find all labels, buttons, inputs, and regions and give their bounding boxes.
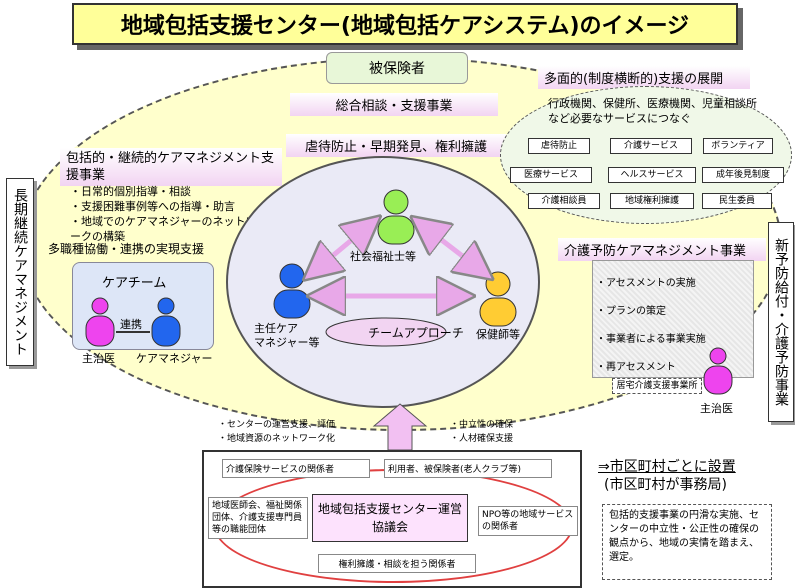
prevention-box — [592, 260, 754, 378]
arrow-notes-left: ・センターの運営支援、評価 ・地域資源のネットワーク化 — [218, 418, 335, 446]
prevention-heading: 介護予防ケアマネジメント事業 — [558, 238, 766, 261]
municipal-line1: ⇒市区町村ごとに設置 — [598, 459, 736, 475]
link-label: 連携 — [120, 318, 142, 331]
arrow-note: ・地域資源のネットワーク化 — [218, 434, 336, 444]
nurse-icon — [479, 271, 517, 327]
multi-chip: 成年後見制度 — [702, 167, 784, 183]
prevention-step: ・事業者による事業実施 — [596, 334, 706, 345]
team-approach-label: チームアプローチ — [368, 326, 464, 340]
multi-chip: 介護相談員 — [528, 193, 600, 209]
care-team-label: ケアチーム — [102, 276, 167, 291]
nurse-label: 保健師等 — [476, 328, 520, 341]
care-manager-icon — [273, 263, 311, 319]
council-member: 地域医師会、福祉関係団体、介護支援専門員等の職能団体 — [208, 497, 308, 539]
cooperation-text: 多職種協働・連携の実現支援 — [48, 242, 205, 256]
multi-chip: 地域権利擁護 — [610, 193, 694, 209]
council-member: NPO等の地域サービスの関係者 — [478, 506, 578, 536]
arrow-sw-cm — [318, 228, 366, 268]
prevention-steps: ・アセスメントの実施 ・プランの策定 ・事業者による事業実施 ・再アセスメント — [596, 270, 706, 382]
care-mgmt-item: ・地域でのケアマネジャーのネットワークの構築 — [70, 215, 257, 243]
prevention-step: ・アセスメントの実施 — [596, 278, 696, 289]
care-mgmt-item: ・日常的個別指導・相談 — [70, 185, 191, 198]
municipal-note: 包括的支援事業の円滑な実施、センターの中立性・公正性の確保の観点から、地域の実情… — [602, 504, 772, 580]
prevention-doctor-label: 主治医 — [700, 402, 733, 415]
council-member: 介護保険サービスの関係者 — [222, 459, 370, 478]
council-member: 利用者、被保険者(老人クラブ等) — [384, 459, 552, 478]
social-worker-label: 社会福祉士等 — [350, 250, 416, 263]
doctor-person-icon — [85, 297, 115, 347]
care-mgmt-item: ・支援困難事例等への指導・助言 — [70, 200, 235, 213]
multi-chip: 介護サービス — [610, 138, 692, 154]
care-mgmt-heading: 包括的・継続的ケアマネジメント支援事業 — [60, 148, 282, 186]
arrow-notes-right: ・中立性の確保 ・人材確保支援 — [450, 418, 513, 446]
left-side-label: 長期継続ケアマネジメント — [6, 178, 34, 366]
multi-chip: ボランティア — [703, 138, 773, 154]
arrow-note: ・センターの運営支援、評価 — [218, 420, 336, 430]
team-approach-ellipse — [325, 317, 447, 347]
care-manager-label: 主任ケア マネジャー等 — [254, 322, 320, 349]
team-doctor-label: 主治医 — [82, 352, 115, 365]
multi-desc: 行政機関、保健所、医療機関、児童相談所など必要なサービスにつなぐ — [548, 97, 757, 125]
multi-heading: 多面的(制度横断的)支援の展開 — [538, 66, 750, 89]
team-manager-label: ケアマネジャー — [136, 352, 213, 365]
up-arrow-icon — [372, 403, 428, 451]
care-mgmt-items: ・日常的個別指導・相談 ・支援困難事例等への指導・助言 ・地域でのケアマネジャー… — [70, 184, 260, 244]
home-care-office: 居宅介護支援事業所 — [612, 378, 702, 394]
municipal-line2: (市区町村が事務局) — [604, 477, 727, 493]
council-member: 権利擁護・相談を担う関係者 — [318, 554, 476, 573]
prevention-doctor-icon — [703, 347, 733, 395]
prevention-step: ・再アセスメント — [596, 362, 676, 373]
council-center: 地域包括支援センター運営協議会 — [312, 494, 468, 542]
multi-chip: 虐待防止 — [528, 138, 590, 154]
consult-support: 総合相談・支援事業 — [290, 93, 498, 116]
team-diagram — [273, 189, 517, 347]
multi-chip: 民生委員 — [702, 193, 772, 209]
insured-box: 被保険者 — [326, 52, 468, 84]
care-team-icons — [85, 297, 181, 347]
diagram-title: 地域包括支援センター(地域包括ケアシステム)のイメージ — [72, 3, 738, 45]
abuse-prevention: 虐待防止・早期発見、権利擁護 — [286, 134, 506, 157]
right-side-label: 新予防給付・介護予防事業 — [768, 222, 794, 422]
social-worker-icon — [377, 189, 415, 245]
care-manager-person-icon — [151, 297, 181, 347]
prevention-step: ・プランの策定 — [596, 306, 666, 317]
arrow-sw-nurse — [426, 228, 478, 268]
arrow-note: ・人材確保支援 — [450, 434, 514, 444]
multi-chip: ヘルスサービス — [608, 167, 696, 183]
arrow-note: ・中立性の確保 — [450, 420, 514, 430]
multi-chip: 医療サービス — [510, 167, 592, 183]
